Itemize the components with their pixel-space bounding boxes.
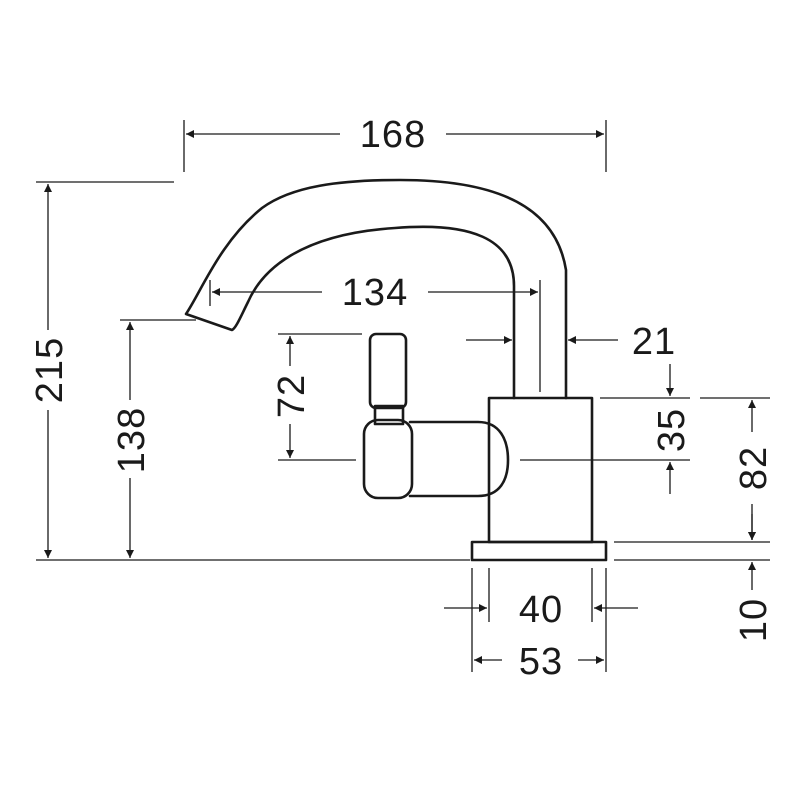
dim-base-width: 53 <box>519 641 563 683</box>
lever-collar <box>362 418 414 500</box>
dim-spout-reach: 134 <box>342 272 408 314</box>
dim-body-width: 40 <box>519 589 563 631</box>
base-plate <box>470 540 608 562</box>
dim-spout-height: 138 <box>111 407 153 473</box>
dim-body-to-lever: 35 <box>651 408 693 452</box>
dim-overall-height: 215 <box>29 337 71 403</box>
spout <box>184 178 568 400</box>
dim-overall-width: 168 <box>360 114 426 156</box>
dim-lever-height: 72 <box>271 374 313 418</box>
dimension-labels: 168 134 21 40 53 215 138 72 35 82 10 <box>29 114 775 683</box>
dimension-lines <box>36 120 770 672</box>
lever-stem <box>373 404 405 426</box>
lever-hub <box>408 420 510 498</box>
tap-outline <box>184 178 608 562</box>
dim-body-height: 82 <box>733 446 775 490</box>
dim-base-thickness: 10 <box>733 598 775 642</box>
tap-body <box>487 396 594 544</box>
lever-handle <box>368 332 408 410</box>
dim-spout-diameter: 21 <box>632 321 676 363</box>
